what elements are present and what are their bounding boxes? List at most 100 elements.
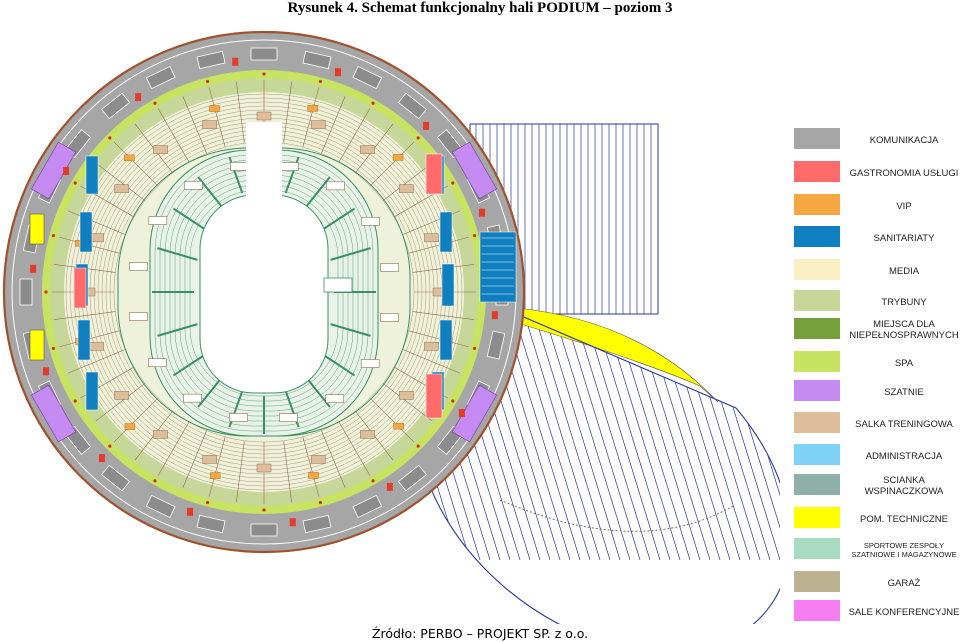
training-room [202,120,217,129]
stand-room [380,263,399,272]
hatch-line [739,312,780,561]
hatch-line [729,312,780,561]
perimeter-room [19,278,33,306]
legend-label: VIP [896,200,912,212]
training-room [424,342,439,351]
legend-swatch [794,380,840,401]
gastronomy-kiosk [289,518,296,527]
aisle-line [382,383,433,422]
gastronomy-kiosk [187,507,194,516]
arena-floor [199,122,353,394]
training-room [360,145,375,154]
perimeter-room [352,65,383,90]
gastronomy-kiosk [98,454,105,463]
hatch-line [539,312,621,561]
legend-item: SANITARIATY [790,226,960,250]
marker-dot [153,479,157,483]
aisle-line [408,330,469,348]
legend-label: ADMINISTRACJA [865,450,943,462]
legend-item: GARAŻ [790,571,960,595]
training-room [311,455,326,464]
marker-dot [205,500,210,505]
gastronomy-room [425,153,443,195]
technical-room [29,213,45,245]
perimeter-room [250,523,278,537]
aisle-line [283,440,292,503]
training-room [424,233,439,242]
technical-room [29,329,45,361]
perimeter-room [302,514,332,534]
stand-room [148,358,167,368]
hatch-line [679,312,761,561]
hatch-line [669,312,751,561]
training-room [153,145,168,154]
aisle-line [369,397,415,443]
aisle-line [321,430,346,488]
legend-item: SPORTOWE ZESPOŁY SZATNIOWE I MAGAZYNOWE [790,538,960,562]
legend-item: GASTRONOMIA USŁUGI [790,161,960,185]
stand-room [229,413,248,422]
perimeter-room [196,50,226,70]
stand-room [279,413,298,422]
legend-swatch [794,507,840,528]
arena-floor-plan [2,30,780,624]
hatch-line [629,312,711,561]
stand-room [183,393,202,403]
gastronomy-room [73,267,87,309]
vip-room [308,472,319,479]
lower-aisle [157,247,198,261]
hatch-line [649,312,731,561]
gastronomy-room [425,373,443,419]
perimeter-room [196,514,226,534]
legend-item: SCIANKA WSPINACZKOWA [790,474,960,498]
legend-swatch [794,600,840,621]
marker-dot [51,346,56,351]
training-room [256,463,272,473]
aisle-line [382,162,433,201]
training-room [153,430,168,439]
aisle-line [338,108,371,163]
technical-room-band [513,307,719,403]
marker-dot [108,136,112,140]
marker-dot [108,444,112,448]
stand-room [326,181,345,191]
marker-dot [44,290,48,294]
legend-swatch [794,444,840,465]
aisle-line [302,436,320,497]
perimeter-room [250,47,278,61]
hatch-line [749,312,780,561]
marker-dot [451,181,455,185]
sanitary-room [79,211,93,253]
stand-room [325,394,345,403]
aisle-line [321,96,346,154]
gastronomy-kiosk [458,409,465,418]
marker-dot [416,136,420,140]
marker-dot [472,346,477,351]
marker-dot [371,479,375,483]
lower-aisle [172,207,208,232]
vip-room [209,105,220,112]
sanitary-room [85,371,99,411]
aisle-line [402,349,460,374]
aisle-line [113,141,159,187]
legend-label: SALE KONFERENCYJNE [848,606,960,618]
vip-room [124,423,136,430]
training-room [256,111,272,121]
marker-dot [371,101,375,105]
marker-dot [262,72,266,76]
marker-dot [416,444,420,448]
legend-swatch [794,474,840,495]
gastronomy-kiosk [334,68,341,77]
legend-item: SALKA TRENINGOWA [790,412,960,436]
lower-aisle [197,375,224,408]
stand-room [380,313,399,322]
aisle-line [182,96,207,154]
legend-item: ADMINISTRACJA [790,444,960,468]
perimeter-room [352,494,383,519]
marker-dot [318,500,323,505]
stand-room [361,216,380,226]
training-room [114,184,129,193]
stand-room [183,181,203,190]
legend-label: MIEJSCA DLA NIEPEŁNOSPRAWNYCH [849,319,959,341]
hatch-line [769,312,780,561]
